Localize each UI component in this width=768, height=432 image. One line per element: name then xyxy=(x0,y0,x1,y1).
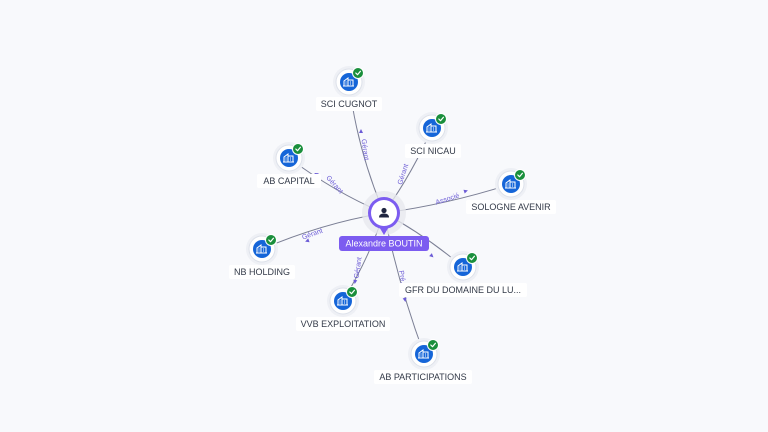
person-label-bg xyxy=(339,236,429,251)
building-icon xyxy=(418,349,429,359)
company-name: AB CAPITAL xyxy=(263,176,314,186)
building-icon xyxy=(426,123,437,133)
label-bg xyxy=(257,174,321,188)
company-node-vvb-exploitation[interactable]: VVB EXPLOITATION xyxy=(296,285,390,331)
company-label[interactable]: AB PARTICIPATIONS xyxy=(374,370,472,384)
company-name: GFR DU DOMAINE DU LU... xyxy=(405,285,521,295)
person-label[interactable]: Alexandre BOUTIN xyxy=(339,236,429,251)
label-bg xyxy=(405,144,461,158)
company-node-sci-nicau[interactable]: SCI NICAU xyxy=(405,112,461,158)
building-icon xyxy=(343,77,354,87)
building-icon xyxy=(256,244,267,254)
company-name: SCI NICAU xyxy=(410,146,456,156)
building-icon xyxy=(283,153,294,163)
edge-arrow-icon xyxy=(429,253,434,258)
verified-check-icon xyxy=(514,169,526,181)
company-node-sologne-avenir[interactable]: SOLOGNE AVENIR xyxy=(466,168,556,214)
company-node-ab-participations[interactable]: AB PARTICIPATIONS xyxy=(374,338,472,384)
edge-arrow-icon xyxy=(305,238,310,243)
building-icon xyxy=(457,262,468,272)
label-bg xyxy=(399,283,527,297)
verified-check-icon xyxy=(265,234,277,246)
label-bg xyxy=(316,97,382,111)
person-icon xyxy=(379,207,389,218)
person-node[interactable]: Alexandre BOUTIN xyxy=(339,191,429,251)
building-icon xyxy=(505,179,516,189)
edge-label-ab-capital: Gérant xyxy=(324,175,344,196)
company-label[interactable]: AB CAPITAL xyxy=(257,174,321,188)
company-label[interactable]: SOLOGNE AVENIR xyxy=(466,200,556,214)
company-node-nb-holding[interactable]: NB HOLDING xyxy=(229,233,295,279)
company-name: SOLOGNE AVENIR xyxy=(471,202,551,212)
verified-check-icon xyxy=(435,113,447,125)
company-node-ab-capital[interactable]: AB CAPITAL xyxy=(257,142,321,188)
company-label[interactable]: VVB EXPLOITATION xyxy=(296,317,390,331)
label-bg xyxy=(374,370,472,384)
label-bg xyxy=(466,200,556,214)
building-icon xyxy=(337,296,348,306)
verified-check-icon xyxy=(352,67,364,79)
company-node-sci-cugnot[interactable]: SCI CUGNOT xyxy=(316,66,382,111)
verified-check-icon xyxy=(346,286,358,298)
edge-arrow-icon xyxy=(353,279,358,284)
label-bg xyxy=(229,265,295,279)
edge-label-vvb-exploitation: Gérant xyxy=(354,257,364,279)
company-name: VVB EXPLOITATION xyxy=(301,319,386,329)
edge-arrow-icon xyxy=(463,189,468,194)
company-name: SCI CUGNOT xyxy=(321,99,378,109)
company-name: NB HOLDING xyxy=(234,267,290,277)
company-label[interactable]: GFR DU DOMAINE DU LU... xyxy=(399,283,527,297)
edge-label-ab-participations: Pré...nt xyxy=(397,270,408,293)
verified-check-icon xyxy=(292,143,304,155)
company-node-gfr-domaine[interactable]: GFR DU DOMAINE DU LU... xyxy=(399,251,527,297)
edge-arrow-icon xyxy=(359,129,363,133)
company-label[interactable]: NB HOLDING xyxy=(229,265,295,279)
company-label[interactable]: SCI CUGNOT xyxy=(316,97,382,111)
edge-label-sologne-avenir: Associé xyxy=(435,192,461,206)
company-name: AB PARTICIPATIONS xyxy=(379,372,466,382)
person-name: Alexandre BOUTIN xyxy=(345,238,422,248)
edge-label-sci-cugnot: Gérant xyxy=(360,139,370,161)
edge-arrow-icon xyxy=(402,297,407,302)
company-label[interactable]: SCI NICAU xyxy=(405,144,461,158)
verified-check-icon xyxy=(427,339,439,351)
label-bg xyxy=(296,317,390,331)
verified-check-icon xyxy=(466,252,478,264)
